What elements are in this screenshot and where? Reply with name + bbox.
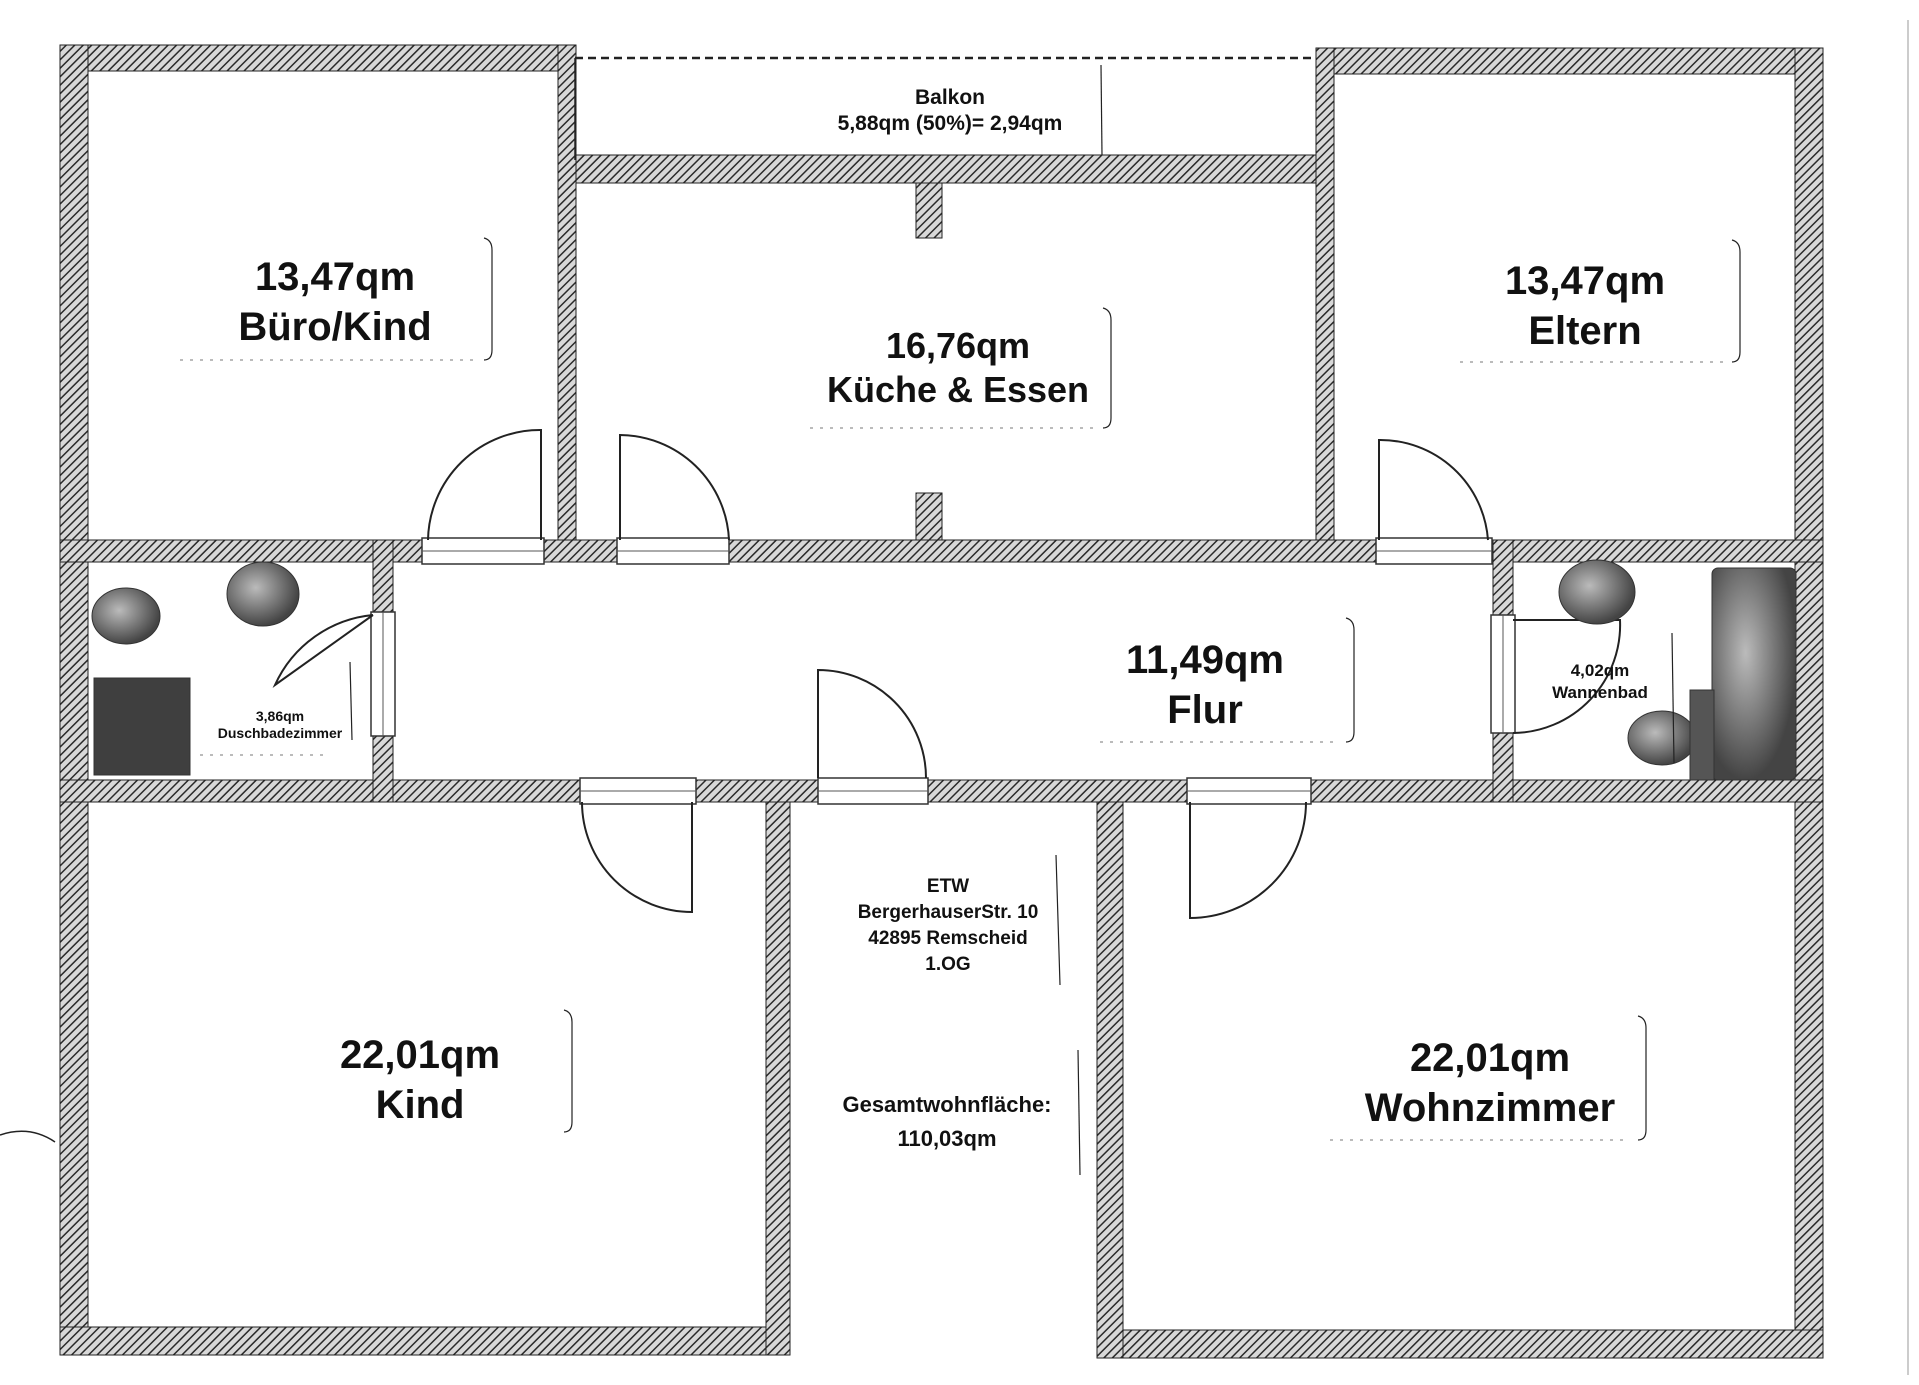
wall-corridor-bottom [59, 779, 1824, 803]
wohnzimmer-area: 22,01qm [1409, 1036, 1571, 1080]
wall-outer-left [59, 44, 89, 1356]
wall-bottom-right [1096, 1329, 1824, 1359]
door-kind [581, 801, 693, 914]
room-label-eltern: 13,47qm Eltern [1460, 256, 1710, 356]
door-buero [427, 428, 542, 541]
sink-icon-right [1627, 710, 1697, 766]
door-entrance [817, 668, 927, 779]
door-openings [370, 537, 1516, 805]
door-wannenbad [1512, 619, 1622, 734]
wannenbad-area: 4,02qm [1570, 661, 1630, 680]
total-area-value: 110,03qm [897, 1126, 997, 1151]
balkon-name: Balkon [914, 86, 985, 109]
flur-area: 11,49qm [1126, 638, 1284, 682]
wall-outer-top-right [1315, 47, 1822, 75]
wall-outer-top-left [59, 44, 576, 72]
door-frames [382, 550, 1504, 792]
wall-kitchen-stub-bottom [915, 492, 943, 544]
room-label-wannenbad: 4,02qm Wannenbad [1535, 660, 1665, 704]
kueche-name: Küche & Essen [826, 369, 1090, 410]
bathroom-fixtures [91, 559, 1797, 781]
scan-artifact-left [0, 1130, 56, 1143]
property-type: ETW [926, 876, 970, 897]
label-brackets [349, 64, 1741, 1176]
wohnzimmer-name: Wohnzimmer [1364, 1086, 1616, 1130]
wall-kitchen-top [559, 154, 1319, 184]
door-kueche [619, 433, 730, 541]
property-street: BergerhauserStr. 10 [857, 902, 1039, 923]
property-floor: 1.OG [925, 954, 971, 975]
balkon-area: 5,88qm (50%)= 2,94qm [837, 112, 1063, 135]
wall-corridor-top [59, 539, 1824, 563]
property-info: ETW BergerhauserStr. 10 42895 Remscheid … [818, 874, 1078, 978]
bathtub-step [1689, 689, 1715, 781]
sink-icon [91, 587, 161, 645]
eltern-name: Eltern [1528, 309, 1642, 353]
total-area-label: Gesamtwohnfläche: [842, 1092, 1052, 1117]
total-area: Gesamtwohnfläche: 110,03qm [812, 1088, 1082, 1156]
door-dusche [272, 614, 374, 688]
wall-bottom-left [59, 1326, 791, 1356]
room-label-wohnzimmer: 22,01qm Wohnzimmer [1345, 1033, 1635, 1133]
door-wohnzimmer [1189, 801, 1307, 920]
wall-buero-right [557, 44, 577, 551]
room-label-kind: 22,01qm Kind [290, 1030, 550, 1130]
wall-eltern-left [1315, 47, 1335, 551]
dusche-name: Duschbadezimmer [217, 725, 343, 741]
eltern-area: 13,47qm [1504, 259, 1666, 303]
kueche-area: 16,76qm [885, 325, 1031, 366]
wall-kitchen-stub-top [915, 182, 943, 239]
property-city: 42895 Remscheid [868, 928, 1028, 949]
walls [59, 44, 1824, 1359]
buero-area: 13,47qm [254, 255, 416, 299]
buero-name: Büro/Kind [238, 305, 432, 349]
dotted-guides [180, 359, 1730, 1141]
wannenbad-name: Wannenbad [1552, 683, 1648, 702]
wall-kind-right [765, 789, 791, 1356]
door-swings [272, 428, 1622, 920]
flur-name: Flur [1167, 688, 1243, 732]
shower-tray-icon [93, 677, 191, 776]
room-label-kueche: 16,76qm Küche & Essen [798, 324, 1118, 412]
room-label-buero: 13,47qm Büro/Kind [200, 252, 470, 352]
bathtub-icon [1711, 567, 1797, 781]
door-eltern [1378, 438, 1489, 541]
wall-outer-right [1794, 47, 1824, 1359]
kind-area: 22,01qm [339, 1033, 501, 1077]
toilet-icon [226, 561, 300, 627]
dusche-area: 3,86qm [255, 708, 305, 724]
wall-wohnzimmer-left [1096, 791, 1124, 1359]
room-label-dusche: 3,86qm Duschbadezimmer [200, 708, 360, 742]
room-label-balkon: Balkon 5,88qm (50%)= 2,94qm [800, 85, 1100, 137]
kind-name: Kind [375, 1083, 465, 1127]
toilet-icon-right [1558, 559, 1636, 625]
room-label-flur: 11,49qm Flur [1085, 635, 1325, 735]
